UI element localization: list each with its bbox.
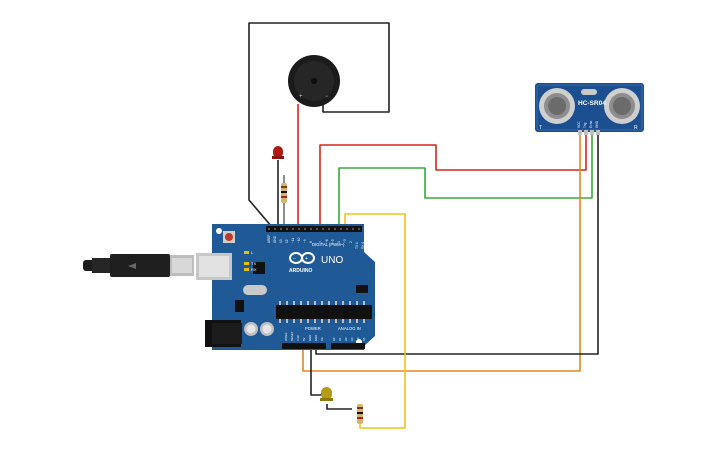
- yellow-led[interactable]: [320, 387, 333, 401]
- rx-label: RX: [251, 267, 257, 272]
- pin-label: ~9: [303, 239, 307, 243]
- usb-cable[interactable]: [83, 254, 194, 277]
- pin-label: ~5: [331, 239, 335, 243]
- analog-pin-labels: A0 A1 A2 A3 A4 A5: [332, 337, 366, 341]
- pin-label: 12: [285, 239, 289, 243]
- pin-label: IOREF: [284, 332, 288, 341]
- wire-buzzer-ground[interactable]: [248, 22, 390, 228]
- sensor-pin-trig: Trig: [583, 122, 587, 128]
- aref-pin-label: AREF: [267, 234, 271, 243]
- pin-label: A2: [344, 337, 348, 341]
- wire-yellow-led-leg[interactable]: [326, 404, 352, 410]
- board-brand: ARDUINO: [289, 268, 312, 274]
- pin-label: A4: [356, 337, 360, 341]
- wire-yellow-led-gnd[interactable]: [310, 350, 322, 396]
- sensor-pin-vcc: VCC: [577, 121, 581, 128]
- pin-label: Vin: [320, 337, 324, 341]
- icsp-header: [356, 285, 368, 293]
- digital-pin-labels: AREF GND 13 12 ~11 ~10 ~9 8 7 ~6 ~5 4 ~3…: [267, 234, 365, 249]
- wire-yellow[interactable]: [344, 213, 406, 429]
- power-header: [282, 343, 326, 349]
- gnd-pin-label: GND: [273, 235, 277, 243]
- sensor-pin-gnd: GND: [595, 120, 599, 128]
- pin-label: ~10: [297, 237, 301, 243]
- pin-label: 2: [349, 241, 353, 243]
- pin-label: RX 0: [361, 242, 365, 249]
- buzzer-plus-label: +: [299, 94, 303, 100]
- red-led[interactable]: [272, 146, 284, 159]
- resistor-red-led[interactable]: [281, 175, 287, 228]
- pin-label: 3.3V: [296, 335, 300, 341]
- digital-header: [266, 226, 362, 232]
- sensor-r-mark: R: [634, 125, 638, 131]
- pin-label: 8: [309, 241, 313, 243]
- resistor-yellow-led[interactable]: [357, 404, 363, 424]
- piezo-buzzer[interactable]: + −: [288, 55, 340, 107]
- svg-text:−: −: [293, 256, 296, 262]
- power-label: POWER: [305, 326, 321, 331]
- pin-label: A0: [332, 337, 336, 341]
- wires: [248, 22, 599, 429]
- pin-label: 5V: [302, 337, 306, 341]
- pin-label: 13: [279, 239, 283, 243]
- buzzer-minus-label: −: [325, 94, 329, 100]
- pin-label: 7: [319, 241, 323, 243]
- board-name: UNO: [321, 255, 343, 266]
- pin-label: 4: [337, 241, 341, 243]
- led-l-label: L: [251, 250, 254, 255]
- analog-in-label: ANALOG IN: [338, 326, 361, 331]
- sensor-model-label: HC-SR04: [578, 100, 606, 107]
- arduino-logo-icon: − +: [289, 252, 315, 264]
- pin-label: A1: [338, 337, 342, 341]
- pin-label: GND: [308, 335, 312, 341]
- sensor-t-mark: T: [539, 125, 542, 131]
- pin-label: TX 1: [355, 242, 359, 249]
- analog-header: [331, 343, 365, 349]
- wire-sensor-echo[interactable]: [302, 134, 581, 372]
- digital-pwm-label: DIGITAL (PWM~): [312, 242, 345, 247]
- arduino-uno-board[interactable]: L TX RX − + ARDUINO UNO: [196, 224, 375, 350]
- sensor-pin-labels: VCC Trig Echo GND: [577, 120, 599, 128]
- sensor-pins: [578, 130, 600, 135]
- pin-label: ~3: [343, 239, 347, 243]
- pin-label: A3: [350, 337, 354, 341]
- pin-label: ~11: [291, 238, 295, 243]
- tx-label: TX: [251, 261, 256, 266]
- wire-sensor-vcc[interactable]: [319, 134, 587, 228]
- svg-text:+: +: [305, 256, 308, 262]
- reset-button[interactable]: [223, 231, 235, 243]
- pin-label: A5: [362, 337, 366, 341]
- ultrasonic-sensor[interactable]: HC-SR04 T R VCC Trig Echo GND: [535, 83, 644, 135]
- sensor-pin-echo: Echo: [589, 121, 593, 128]
- power-pin-labels: IOREF RESET 3.3V 5V GND GND Vin: [284, 331, 324, 341]
- atmega-chip: [276, 301, 372, 323]
- pin-label: GND: [314, 335, 318, 341]
- wire-sensor-trig[interactable]: [338, 134, 593, 228]
- pin-label: ~6: [325, 239, 329, 243]
- wire-sensor-gnd[interactable]: [315, 134, 599, 355]
- pin-label: RESET: [290, 331, 294, 341]
